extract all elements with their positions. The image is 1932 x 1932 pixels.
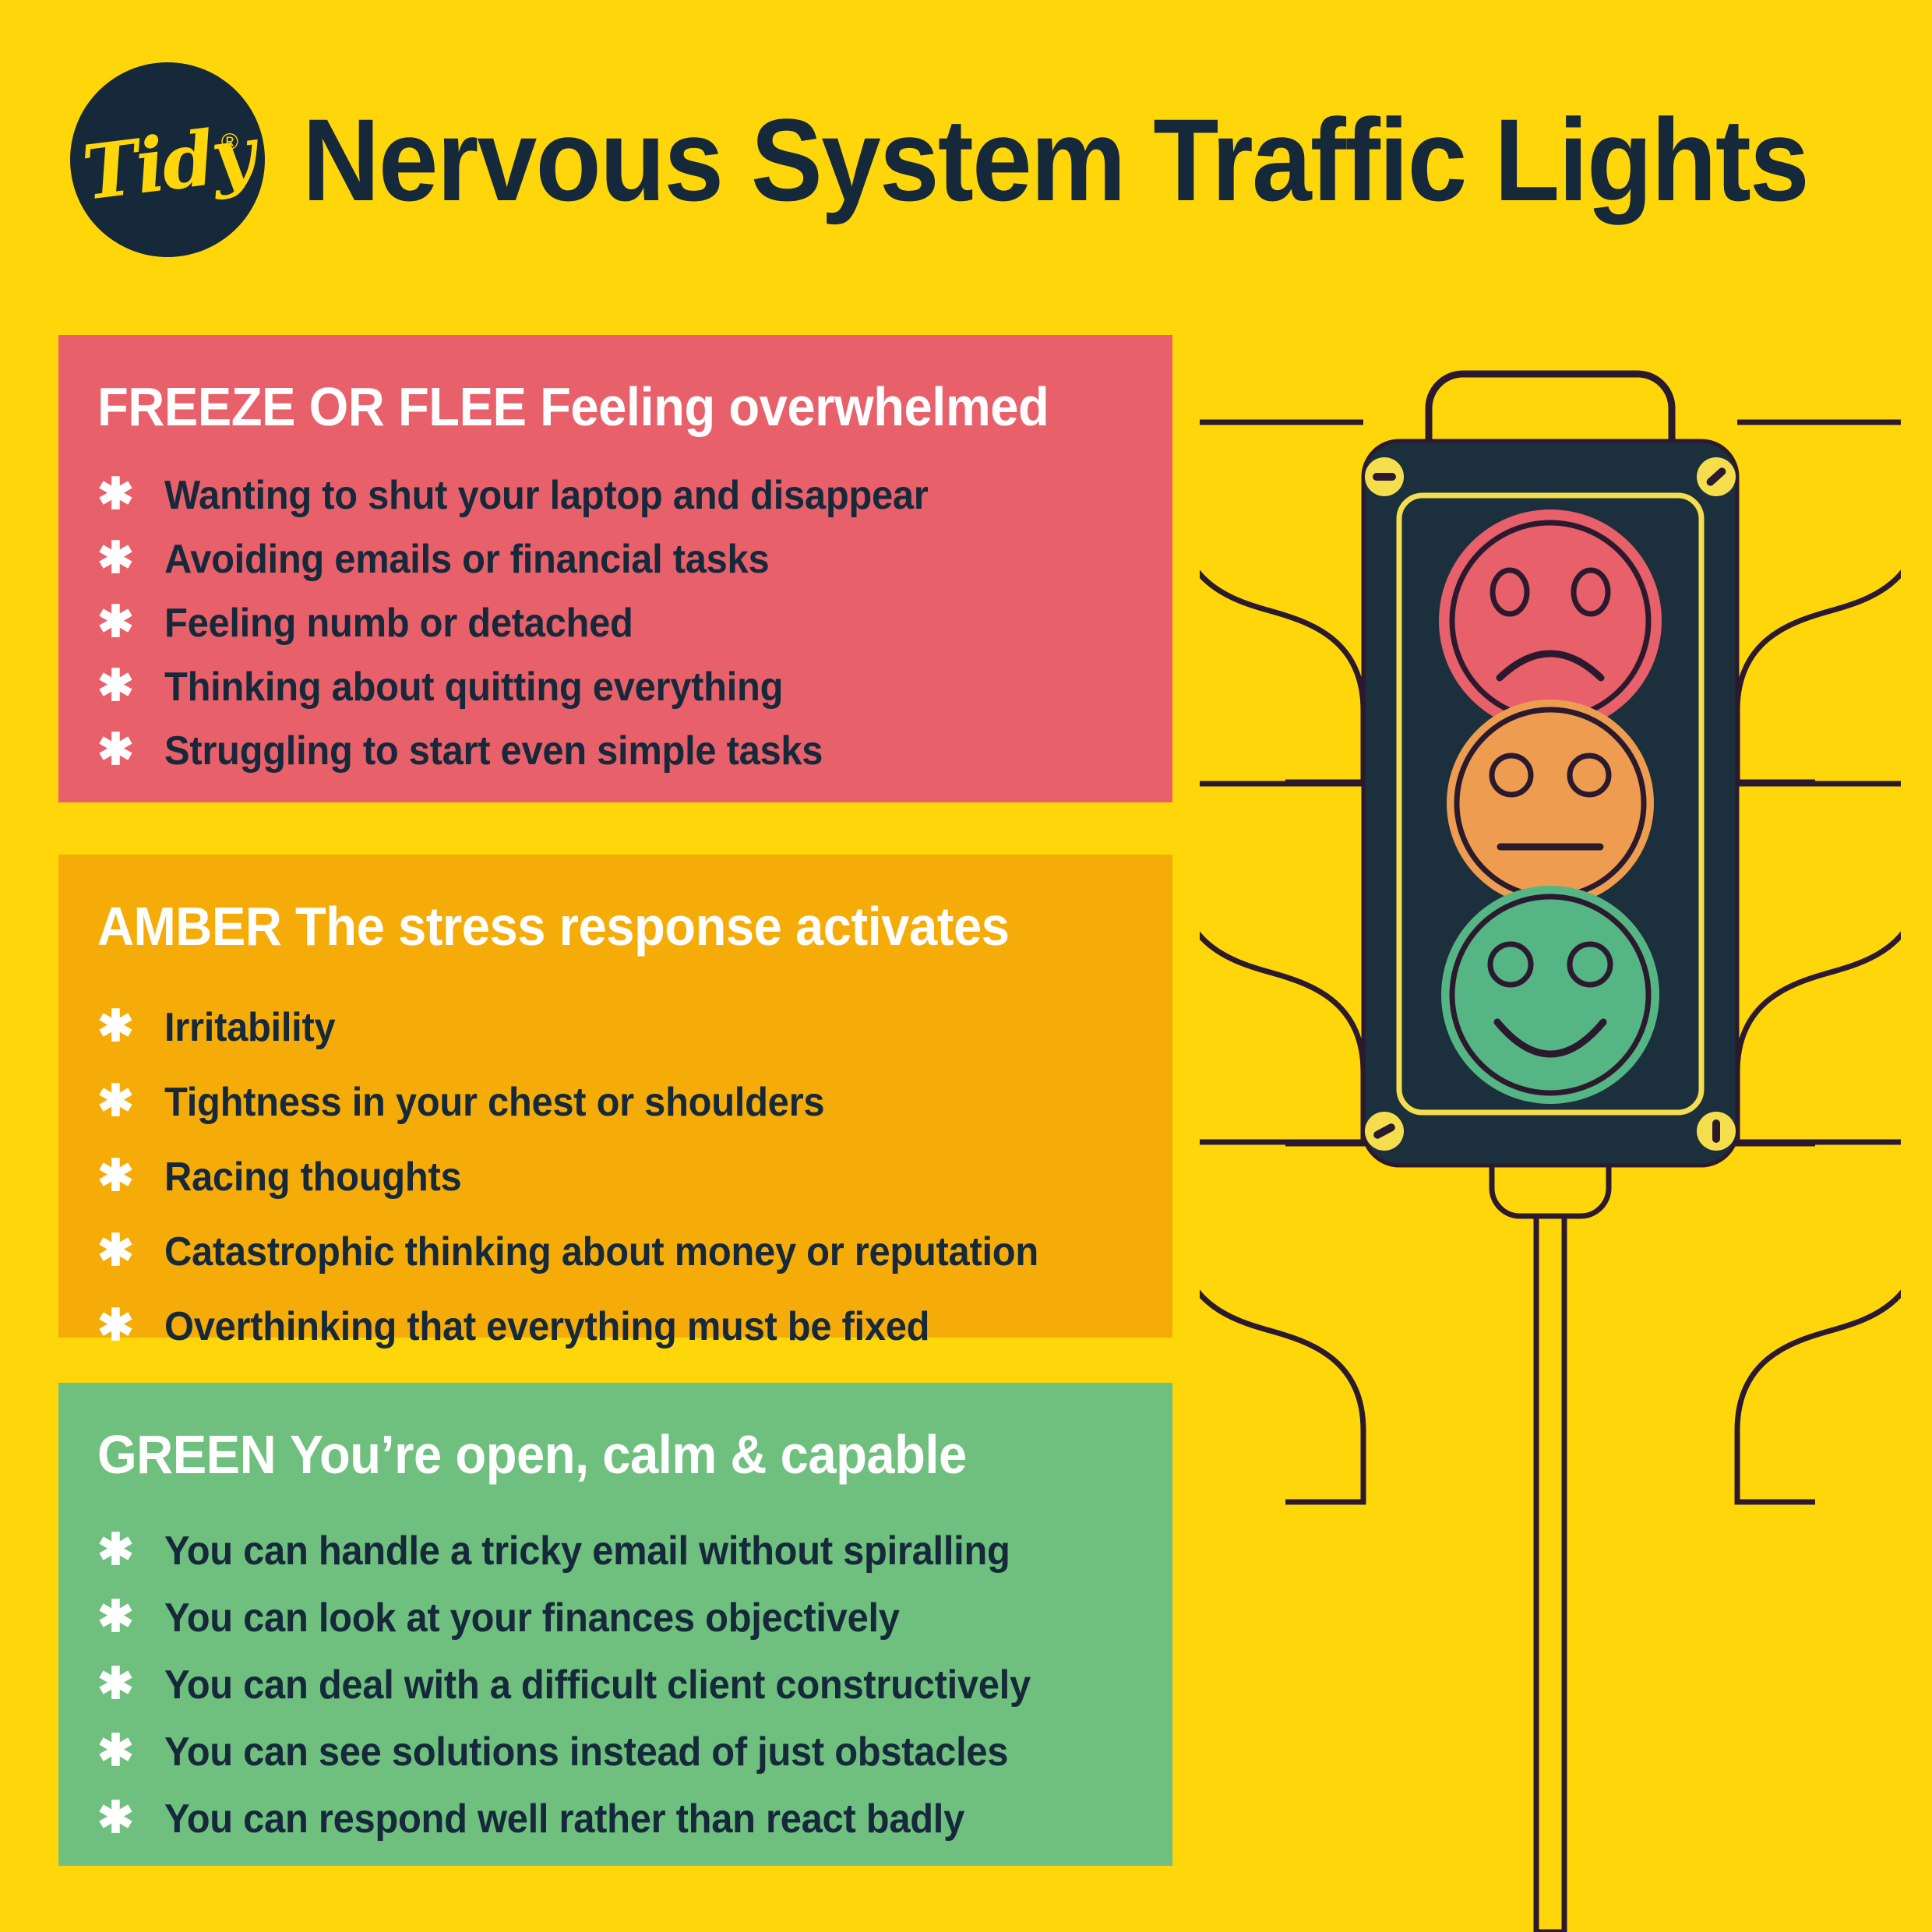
screw-top-left bbox=[1365, 457, 1404, 496]
card-heading-lead: GREEN bbox=[97, 1424, 277, 1485]
green-lamp-eye-right bbox=[1567, 941, 1613, 988]
list-item: ✱ Avoiding emails or financial tasks bbox=[97, 532, 1133, 582]
asterisk-icon: ✱ bbox=[97, 1725, 134, 1775]
right-visor-middle bbox=[1734, 781, 1901, 1147]
asterisk-icon: ✱ bbox=[97, 1524, 134, 1574]
card-heading-lead: FREEZE OR FLEE bbox=[97, 376, 527, 437]
asterisk-icon: ✱ bbox=[97, 1299, 134, 1349]
registered-trademark-icon: ® bbox=[220, 129, 238, 155]
list-item-label: Irritability bbox=[164, 1004, 336, 1050]
list-item: ✱ You can deal with a difficult client c… bbox=[97, 1658, 1133, 1708]
left-visor-middle bbox=[1200, 781, 1366, 1147]
red-lamp-mouth-frown bbox=[1496, 650, 1605, 682]
bullet-list: ✱ Wanting to shut your laptop and disapp… bbox=[97, 468, 1133, 774]
card-freeze-or-flee: FREEZE OR FLEE Feeling overwhelmed ✱ Wan… bbox=[58, 335, 1172, 802]
right-visor-bottom bbox=[1734, 1139, 1901, 1505]
card-heading: AMBER The stress response activates bbox=[97, 896, 1061, 957]
traffic-light-pole bbox=[1533, 1212, 1567, 1932]
list-item: ✱ You can see solutions instead of just … bbox=[97, 1725, 1133, 1775]
list-item: ✱ Wanting to shut your laptop and disapp… bbox=[97, 468, 1133, 518]
screw-top-right bbox=[1697, 457, 1736, 496]
asterisk-icon: ✱ bbox=[97, 1225, 134, 1274]
asterisk-icon: ✱ bbox=[97, 1792, 134, 1842]
list-item-label: Overthinking that everything must be fix… bbox=[164, 1303, 930, 1349]
card-green: GREEN You’re open, calm & capable ✱ You … bbox=[58, 1383, 1172, 1866]
traffic-light-handle bbox=[1425, 370, 1676, 448]
list-item-label: Racing thoughts bbox=[164, 1154, 462, 1200]
right-visor-top bbox=[1734, 419, 1901, 785]
list-item-label: You can look at your finances objectivel… bbox=[164, 1595, 900, 1641]
list-item: ✱ You can handle a tricky email without … bbox=[97, 1524, 1133, 1574]
list-item-label: Feeling numb or detached bbox=[164, 600, 633, 646]
list-item: ✱ Feeling numb or detached bbox=[97, 596, 1133, 646]
bullet-list: ✱ Irritability ✱ Tightness in your chest… bbox=[97, 1000, 1133, 1347]
list-item: ✱ Thinking about quitting everything bbox=[97, 660, 1133, 710]
screw-bottom-left bbox=[1365, 1112, 1404, 1151]
green-lamp-eye-left bbox=[1487, 941, 1534, 988]
green-lamp-mouth-smile bbox=[1493, 1018, 1607, 1058]
left-visor-bottom bbox=[1200, 1139, 1366, 1505]
logo-wordmark: Tidy bbox=[78, 108, 258, 217]
card-heading-rest: The stress response activates bbox=[294, 896, 1010, 957]
list-item-label: Wanting to shut your laptop and disappea… bbox=[164, 472, 929, 518]
card-heading-rest: Feeling overwhelmed bbox=[540, 376, 1049, 437]
amber-lamp bbox=[1447, 700, 1654, 907]
list-item: ✱ Struggling to start even simple tasks bbox=[97, 724, 1133, 774]
asterisk-icon: ✱ bbox=[97, 724, 134, 774]
list-item: ✱ Overthinking that everything must be f… bbox=[97, 1303, 1133, 1347]
amber-lamp-eye-right bbox=[1567, 753, 1612, 798]
amber-lamp-eye-left bbox=[1489, 753, 1534, 798]
asterisk-icon: ✱ bbox=[97, 1591, 134, 1641]
asterisk-icon: ✱ bbox=[97, 532, 134, 582]
list-item-label: Thinking about quitting everything bbox=[164, 664, 784, 710]
red-lamp bbox=[1439, 509, 1662, 732]
bullet-list: ✱ You can handle a tricky email without … bbox=[97, 1524, 1133, 1842]
page-title: Nervous System Traffic Lights bbox=[302, 94, 1810, 225]
asterisk-icon: ✱ bbox=[97, 1658, 134, 1708]
red-lamp-eye-left bbox=[1490, 567, 1530, 617]
green-lamp bbox=[1441, 886, 1659, 1104]
list-item-label: You can see solutions instead of just ob… bbox=[164, 1729, 1009, 1775]
list-item-label: You can respond well rather than react b… bbox=[164, 1796, 965, 1842]
list-item: ✱ You can look at your finances objectiv… bbox=[97, 1591, 1133, 1641]
left-visor-top bbox=[1200, 419, 1366, 785]
list-item-label: You can handle a tricky email without sp… bbox=[164, 1528, 1010, 1574]
asterisk-icon: ✱ bbox=[97, 1150, 134, 1200]
card-heading-rest: You’re open, calm & capable bbox=[289, 1424, 967, 1485]
card-amber: AMBER The stress response activates ✱ Ir… bbox=[58, 855, 1172, 1347]
traffic-light-illustration bbox=[1200, 288, 1901, 1932]
asterisk-icon: ✱ bbox=[97, 468, 134, 518]
header: Tidy ® Nervous System Traffic Lights bbox=[70, 62, 1815, 257]
tidy-logo: Tidy ® bbox=[70, 62, 265, 257]
list-item-label: Tightness in your chest or shoulders bbox=[164, 1079, 825, 1125]
list-item-label: Struggling to start even simple tasks bbox=[164, 728, 823, 774]
list-item-label: Avoiding emails or financial tasks bbox=[164, 536, 770, 582]
asterisk-icon: ✱ bbox=[97, 660, 134, 710]
screw-bottom-right bbox=[1697, 1112, 1736, 1151]
list-item: ✱ You can respond well rather than react… bbox=[97, 1792, 1133, 1842]
list-item: ✱ Catastrophic thinking about money or r… bbox=[97, 1225, 1133, 1274]
card-heading-lead: AMBER bbox=[97, 896, 282, 957]
asterisk-icon: ✱ bbox=[97, 1000, 134, 1050]
list-item: ✱ Irritability bbox=[97, 1000, 1133, 1050]
card-heading: GREEN You’re open, calm & capable bbox=[97, 1426, 1061, 1484]
list-item: ✱ Racing thoughts bbox=[97, 1150, 1133, 1200]
list-item-label: You can deal with a difficult client con… bbox=[164, 1662, 1031, 1708]
asterisk-icon: ✱ bbox=[97, 1075, 134, 1125]
card-heading: FREEZE OR FLEE Feeling overwhelmed bbox=[97, 376, 1061, 437]
asterisk-icon: ✱ bbox=[97, 596, 134, 646]
list-item-label: Catastrophic thinking about money or rep… bbox=[164, 1229, 1038, 1274]
list-item: ✱ Tightness in your chest or shoulders bbox=[97, 1075, 1133, 1125]
red-lamp-eye-right bbox=[1571, 567, 1611, 617]
